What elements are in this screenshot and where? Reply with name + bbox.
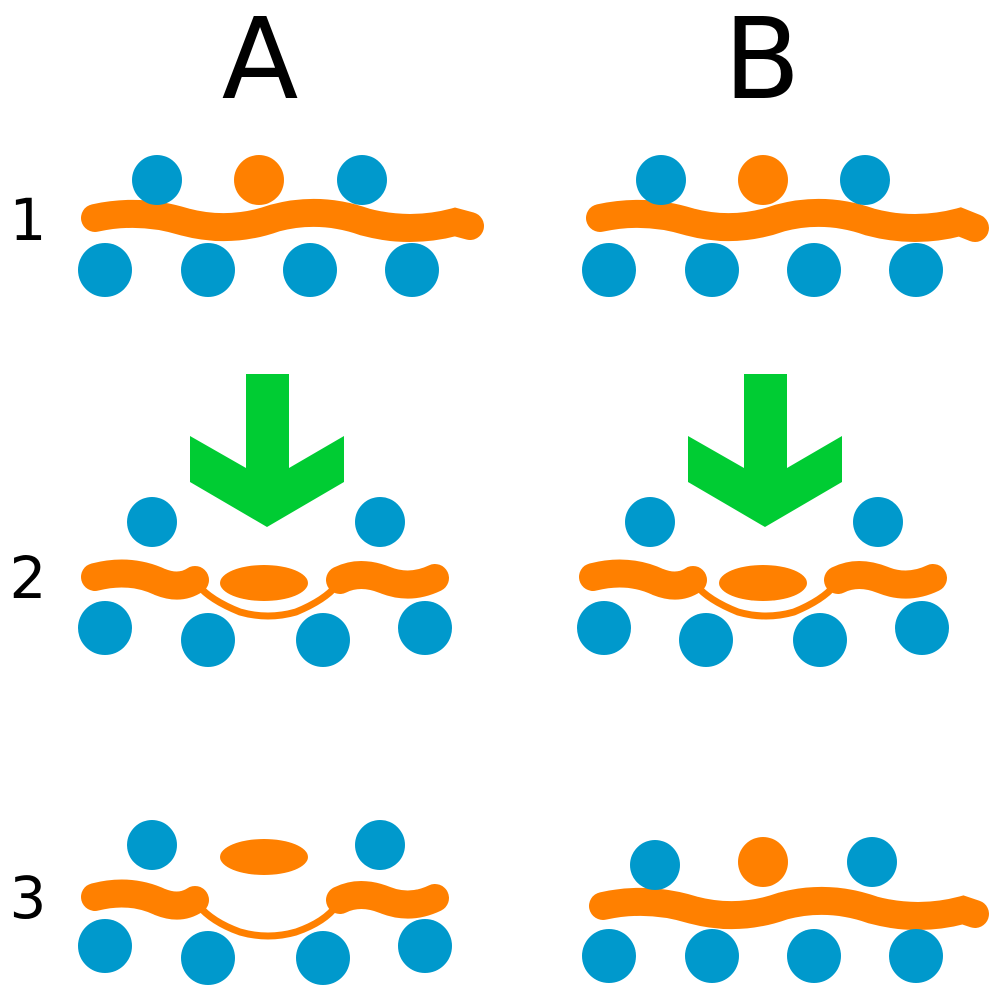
membrane-strand-left bbox=[579, 559, 707, 600]
panel-a3 bbox=[78, 820, 452, 985]
blue-particle bbox=[889, 929, 943, 983]
orange-particle-flat bbox=[220, 839, 308, 875]
orange-particle bbox=[738, 155, 788, 205]
blue-particle bbox=[355, 497, 405, 547]
blue-particle bbox=[630, 840, 680, 890]
blue-particle bbox=[283, 243, 337, 297]
blue-particle bbox=[78, 919, 132, 973]
membrane-strand-right bbox=[326, 561, 449, 599]
blue-particle bbox=[685, 243, 739, 297]
blue-particle bbox=[337, 155, 387, 205]
blue-particle bbox=[181, 613, 235, 667]
blue-particle bbox=[78, 601, 132, 655]
panel-a2 bbox=[78, 497, 452, 667]
down-arrow-a bbox=[190, 374, 344, 527]
blue-particle bbox=[787, 243, 841, 297]
blue-particle bbox=[793, 613, 847, 667]
blue-particle bbox=[577, 601, 631, 655]
membrane-strand-right bbox=[326, 881, 449, 919]
blue-particle bbox=[636, 155, 686, 205]
membrane-strand-left bbox=[81, 559, 209, 600]
blue-particle bbox=[181, 931, 235, 985]
orange-particle bbox=[738, 837, 788, 887]
blue-particle bbox=[78, 243, 132, 297]
blue-particle bbox=[296, 613, 350, 667]
blue-particle bbox=[181, 243, 235, 297]
membrane-strand bbox=[81, 198, 484, 242]
membrane-strand-left bbox=[81, 879, 209, 920]
blue-particle bbox=[296, 931, 350, 985]
blue-particle bbox=[625, 497, 675, 547]
row-label-3: 3 bbox=[10, 864, 47, 932]
blue-particle bbox=[895, 601, 949, 655]
blue-particle bbox=[582, 929, 636, 983]
blue-particle bbox=[355, 820, 405, 870]
row-label-2: 2 bbox=[10, 544, 47, 612]
blue-particle bbox=[398, 601, 452, 655]
orange-particle bbox=[234, 155, 284, 205]
membrane-strand bbox=[589, 886, 989, 930]
blue-particle bbox=[685, 929, 739, 983]
blue-particle bbox=[840, 155, 890, 205]
blue-particle bbox=[847, 837, 897, 887]
membrane-strand bbox=[586, 198, 989, 242]
blue-particle bbox=[679, 613, 733, 667]
blue-particle bbox=[127, 820, 177, 870]
panel-a1 bbox=[78, 155, 484, 297]
blue-particle bbox=[385, 243, 439, 297]
blue-particle bbox=[127, 497, 177, 547]
panel-b2 bbox=[577, 497, 949, 667]
column-label-a: A bbox=[222, 0, 299, 125]
membrane-strand-right bbox=[824, 561, 947, 599]
blue-particle bbox=[787, 929, 841, 983]
orange-particle-flat bbox=[719, 565, 807, 601]
orange-particle-flat bbox=[220, 565, 308, 601]
panel-b3 bbox=[582, 837, 989, 983]
blue-particle bbox=[853, 497, 903, 547]
blue-particle bbox=[132, 155, 182, 205]
membrane-pocket bbox=[692, 581, 839, 620]
down-arrow-b bbox=[688, 374, 842, 527]
row-label-1: 1 bbox=[10, 186, 47, 254]
blue-particle bbox=[889, 243, 943, 297]
membrane-pocket bbox=[194, 901, 341, 940]
blue-particle bbox=[398, 919, 452, 973]
column-label-b: B bbox=[724, 0, 801, 125]
membrane-pocket bbox=[194, 581, 341, 620]
blue-particle bbox=[582, 243, 636, 297]
panel-b1 bbox=[582, 155, 989, 297]
